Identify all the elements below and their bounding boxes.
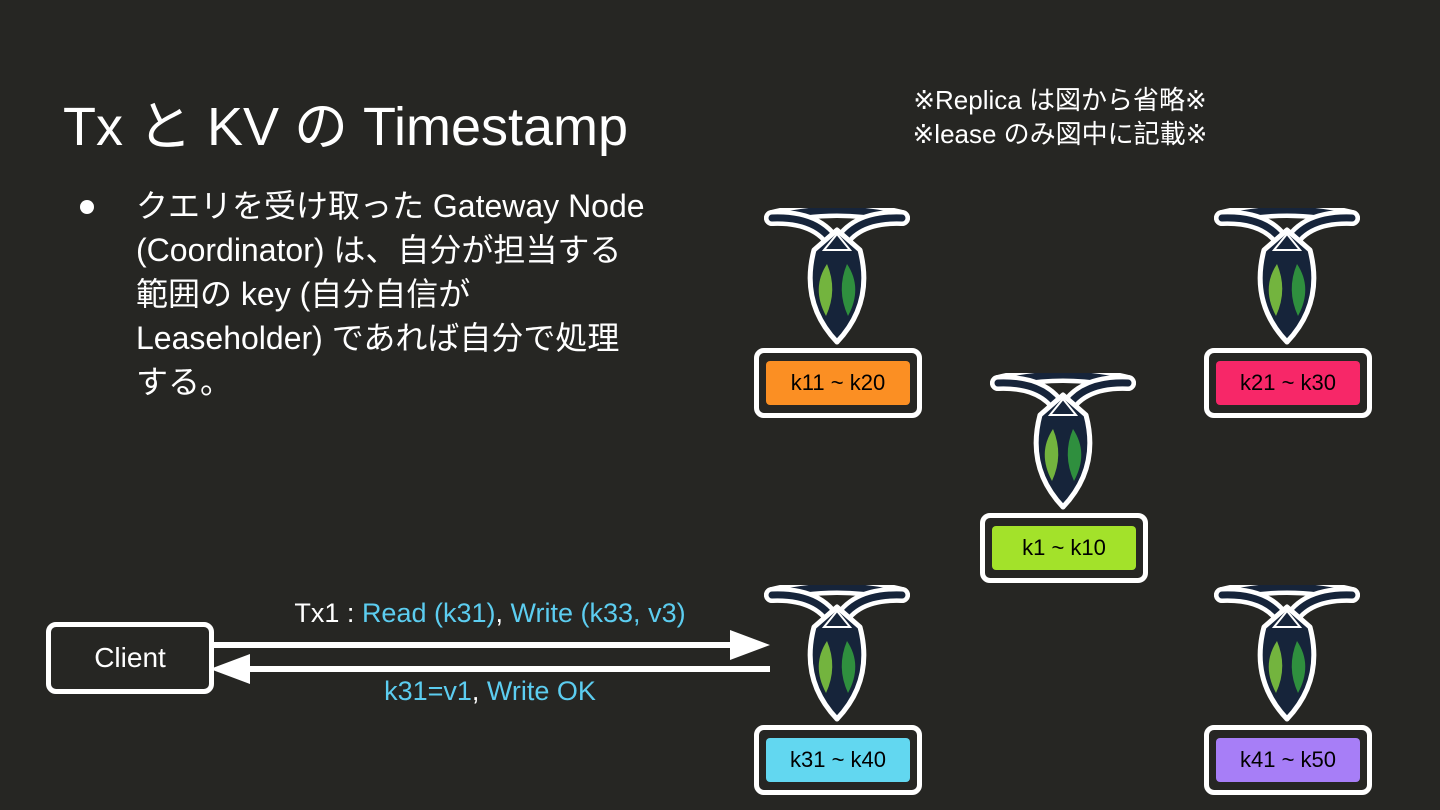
range-label: k31 ~ k40: [766, 738, 910, 782]
note-line-2: ※lease のみ図中に記載※: [912, 119, 1208, 149]
range-label: k41 ~ k50: [1216, 738, 1360, 782]
range-box: k11 ~ k20: [754, 348, 922, 418]
range-label: k21 ~ k30: [1216, 361, 1360, 405]
note-line-1: ※Replica は図から省略※: [913, 85, 1207, 115]
bullet-line: 範囲の key (自分自信が: [136, 276, 471, 312]
cockroach-logo-icon: [764, 585, 910, 722]
request-arrowhead: [730, 630, 770, 660]
cockroach-logo-icon: [1214, 585, 1360, 722]
bullet-line: (Coordinator) は、自分が担当する: [136, 232, 622, 268]
request-write: Write (k33, v3): [510, 598, 686, 628]
cockroach-logo-icon: [1214, 208, 1360, 345]
cockroach-logo-icon: [764, 208, 910, 345]
node-k31-k40: k31 ~ k40: [754, 585, 924, 795]
response-label: k31=v1, Write OK: [200, 676, 780, 707]
request-read: Read (k31): [361, 598, 496, 628]
range-box: k41 ~ k50: [1204, 725, 1372, 795]
range-label: k11 ~ k20: [766, 361, 910, 405]
node-k41-k50: k41 ~ k50: [1204, 585, 1374, 795]
node-k11-k20: k11 ~ k20: [754, 208, 924, 418]
request-label: Tx1 : Read (k31), Write (k33, v3): [200, 598, 780, 629]
bullet-dot: [80, 200, 94, 214]
request-sep: ,: [495, 598, 511, 628]
node-k1-k10: k1 ~ k10: [980, 373, 1150, 583]
bullet-line: クエリを受け取った Gateway Node: [136, 188, 645, 224]
bullet-line: Leaseholder) であれば自分で処理: [136, 320, 620, 356]
bullet-text: クエリを受け取った Gateway Node (Coordinator) は、自…: [136, 184, 696, 404]
response-arrowhead: [210, 654, 250, 684]
node-k21-k30: k21 ~ k30: [1204, 208, 1374, 418]
client-box: Client: [46, 622, 214, 694]
range-box: k1 ~ k10: [980, 513, 1148, 583]
range-box: k31 ~ k40: [754, 725, 922, 795]
diagram-note: ※Replica は図から省略※ ※lease のみ図中に記載※: [880, 83, 1240, 151]
range-box: k21 ~ k30: [1204, 348, 1372, 418]
response-value: k31=v1: [384, 676, 472, 706]
response-sep: ,: [471, 676, 487, 706]
range-label: k1 ~ k10: [992, 526, 1136, 570]
request-tx-prefix: Tx1 :: [294, 598, 362, 628]
slide-title: Tx と KV の Timestamp: [63, 97, 629, 157]
bullet-line: する。: [136, 364, 233, 400]
cockroach-logo-icon: [990, 373, 1136, 510]
response-ok: Write OK: [486, 676, 596, 706]
